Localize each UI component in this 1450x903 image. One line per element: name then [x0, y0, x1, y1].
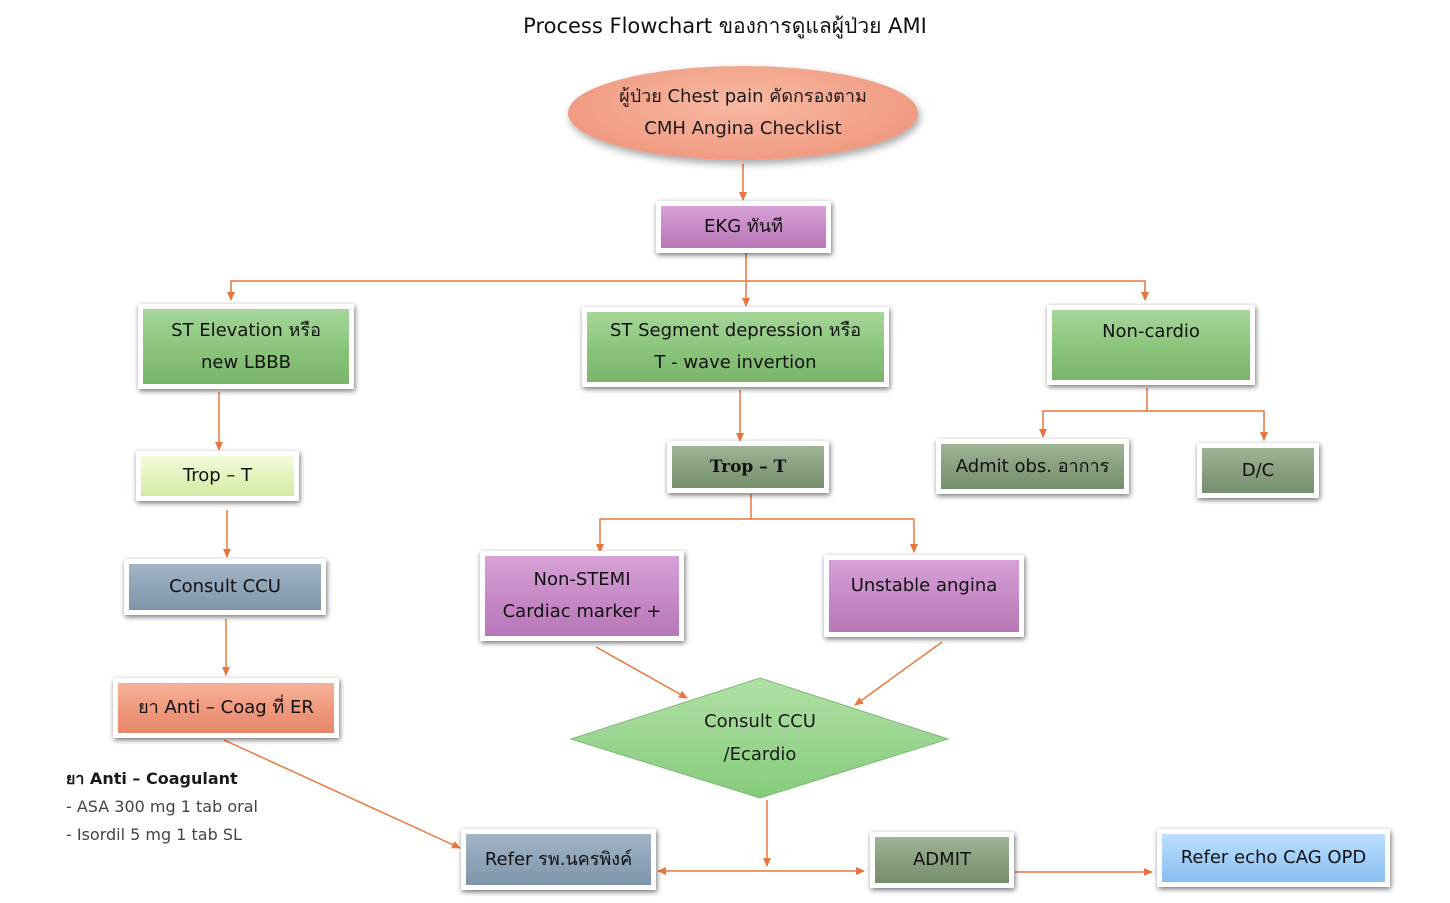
non-stemi-line-1: Non-STEMI [533, 569, 631, 590]
anti-coagulant-note: ยา Anti – Coagulant - ASA 300 mg 1 tab o… [66, 765, 258, 849]
page-title: Process Flowchart ของการดูแลผู้ป่วย AMI [523, 14, 927, 38]
anti-coag-er-label: ยา Anti – Coag ที่ ER [138, 697, 314, 718]
arrow-non-stemi-to-consult [595, 646, 688, 699]
refer-echo-node[interactable]: Refer echo CAG OPD [1157, 829, 1390, 887]
refer-hospital-label: Refer รพ.นครพิงค์ [484, 848, 633, 870]
note-heading: ยา Anti – Coagulant [66, 769, 238, 788]
admit-node[interactable]: ADMIT [870, 832, 1014, 888]
refer-echo-label: Refer echo CAG OPD [1180, 847, 1367, 868]
connector-non-cardio-to-dc [1147, 410, 1268, 441]
dc-node[interactable]: D/C [1197, 443, 1319, 498]
trop-t-middle-label: Trop – T [709, 457, 787, 477]
connector-non-cardio-branch [1039, 388, 1148, 438]
trop-t-left-node[interactable]: Trop – T [136, 451, 299, 501]
st-elevation-node[interactable]: ST Elevation หรือ new LBBB [138, 304, 354, 389]
refer-hospital-node[interactable]: Refer รพ.นครพิงค์ [461, 829, 656, 890]
connector-trop-branch-bar [596, 494, 752, 553]
admit-obs-node[interactable]: Admit obs. อาการ [936, 439, 1129, 494]
consult-ccu-left-label: Consult CCU [169, 576, 281, 597]
non-stemi-node[interactable]: Non-STEMI Cardiac marker + [480, 551, 684, 641]
consult-ccu-left-node[interactable]: Consult CCU [124, 559, 326, 615]
st-depression-line-1: ST Segment depression หรือ [609, 320, 862, 341]
arrow-unstable-to-consult [854, 641, 943, 706]
start-node[interactable]: ผู้ป่วย Chest pain คัดกรองตาม CMH Angina… [568, 66, 918, 160]
anti-coag-er-node[interactable]: ยา Anti – Coag ที่ ER [113, 678, 339, 738]
admit-obs-label: Admit obs. อาการ [955, 455, 1110, 477]
consult-decision-line-2: /Ecardio [723, 744, 797, 765]
admit-label: ADMIT [912, 849, 971, 870]
arrow-anti-coag-to-refer [223, 739, 461, 849]
note-item: - Isordil 5 mg 1 tab SL [66, 825, 242, 844]
st-depression-node[interactable]: ST Segment depression หรือ T - wave inve… [582, 307, 889, 387]
unstable-angina-node[interactable]: Unstable angina [824, 555, 1024, 637]
st-depression-line-2: T - wave invertion [654, 352, 817, 373]
trop-t-middle-node[interactable]: Trop – T [667, 441, 829, 493]
non-cardio-node[interactable]: Non-cardio [1047, 305, 1255, 385]
note-item: - ASA 300 mg 1 tab oral [66, 797, 258, 816]
ekg-node[interactable]: EKG ทันที [656, 201, 831, 253]
st-elevation-line-1: ST Elevation หรือ [171, 319, 321, 341]
trop-t-left-label: Trop – T [182, 465, 253, 486]
st-elevation-line-2: new LBBB [201, 351, 291, 373]
connector-ekg-branch-bar [230, 280, 1146, 299]
ekg-node-label: EKG ทันที [704, 216, 783, 237]
dc-label: D/C [1241, 459, 1275, 481]
unstable-angina-label: Unstable angina [850, 575, 998, 596]
non-stemi-line-2: Cardiac marker + [502, 601, 662, 622]
start-node-line-1: ผู้ป่วย Chest pain คัดกรองตาม [619, 86, 867, 107]
non-cardio-label: Non-cardio [1102, 321, 1200, 342]
consult-decision-label: Consult CCU /Ecardio [620, 705, 900, 771]
consult-decision-diamond [569, 677, 950, 799]
connector-trop-to-unstable [751, 518, 918, 553]
start-node-line-2: CMH Angina Checklist [644, 118, 842, 139]
consult-decision-line-1: Consult CCU [704, 711, 816, 732]
